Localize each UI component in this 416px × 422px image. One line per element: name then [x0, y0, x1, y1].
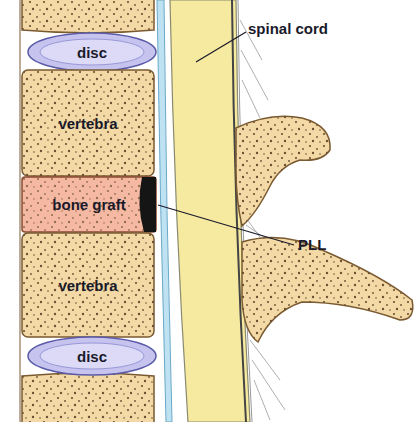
part-label: vertebra — [58, 277, 117, 294]
vertebra-body: vertebra — [22, 233, 154, 337]
part-label: vertebra — [58, 115, 117, 132]
part-label: disc — [77, 44, 107, 61]
callout-label: spinal cord — [248, 20, 328, 37]
leader-line — [196, 32, 246, 62]
anterior-edge — [20, 0, 21, 422]
callout-label: PLL — [298, 236, 326, 253]
vertebra-fragment — [22, 0, 154, 33]
bone-graft-block: bone graft — [22, 177, 156, 232]
vertebra-fragment — [22, 373, 154, 422]
spinous-process — [236, 116, 330, 226]
part-label: disc — [77, 348, 107, 365]
spinous-process — [242, 238, 413, 343]
disc-shape: disc — [28, 337, 156, 375]
spinal-cord-shape — [170, 0, 250, 422]
disc-shape: disc — [28, 33, 156, 71]
ligament-strip — [157, 0, 172, 422]
vertebra-body: vertebra — [22, 70, 154, 176]
part-label: bone graft — [52, 196, 125, 213]
leader-line — [158, 205, 294, 245]
